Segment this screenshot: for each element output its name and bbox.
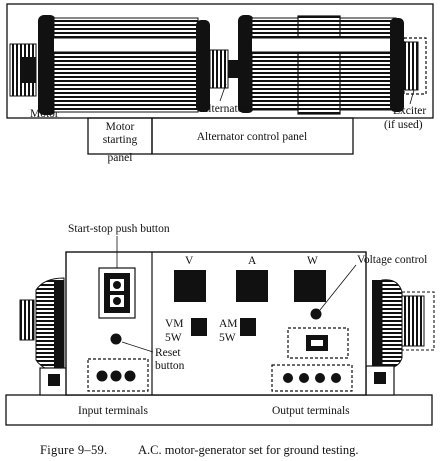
reset-leader: [121, 341, 154, 353]
reset-label-line2: button: [155, 360, 185, 372]
left-motor-drawing: [19, 277, 69, 396]
meter-v-label: V: [185, 255, 194, 267]
wattmeter: [294, 270, 326, 302]
voltage-control-leader: [319, 264, 357, 311]
start-stop-label: Start-stop push button: [68, 223, 170, 235]
bottom-diagram: Start-stop push button Reset button V A …: [5, 223, 435, 426]
top-diagram: Motor Alternator Exciter (if used) Motor…: [6, 3, 434, 164]
base-platform: [5, 394, 433, 426]
alternator-label: Alternator: [200, 103, 247, 115]
exciter-label-line1: Exciter: [393, 105, 426, 117]
start-stop-push-button: [98, 267, 136, 319]
alternator-leader: [219, 83, 227, 102]
am-label-line2: 5W: [219, 332, 236, 344]
coupling-drawing: [209, 49, 238, 89]
am-switch: [240, 318, 256, 336]
reset-button: [110, 333, 122, 345]
alternator-control-panel: [151, 117, 354, 155]
vm-label-line2: 5W: [165, 332, 182, 344]
meter-w-label: W: [307, 255, 318, 267]
am-label-line1: AM: [219, 318, 238, 330]
voltmeter: [174, 270, 206, 302]
right-alternator-drawing: [365, 279, 435, 396]
output-switch-box: [287, 327, 349, 359]
exciter-leader: [409, 89, 415, 105]
reset-label-line1: Reset: [155, 347, 181, 359]
motor-label: Motor: [30, 108, 59, 120]
voltage-control-label: Voltage control: [357, 254, 427, 266]
voltage-control-knob: [310, 308, 322, 320]
figure-number: Figure 9–59.: [40, 443, 108, 457]
motor-starting-panel-label-line3: panel: [108, 152, 133, 164]
motor-drawing: [9, 15, 210, 115]
alternator-control-panel-label: Alternator control panel: [197, 131, 308, 143]
motor-leader: [39, 95, 53, 109]
exciter-drawing: [403, 37, 427, 95]
motor-starting-panel-label-line1: Motor: [106, 121, 135, 133]
meter-a-label: A: [248, 255, 257, 267]
exciter-label-line2: (if used): [384, 119, 423, 131]
ammeter: [236, 270, 268, 302]
vm-label-line1: VM: [165, 318, 184, 330]
vm-switch: [191, 318, 207, 336]
alternator-drawing: [238, 15, 404, 115]
input-terminal-block: [87, 358, 149, 392]
output-terminals-label: Output terminals: [272, 405, 350, 417]
motor-starting-panel-label-line2: starting: [103, 134, 138, 146]
figure-caption: Figure 9–59. A.C. motor-generator set fo…: [40, 443, 359, 457]
caption-text: A.C. motor-generator set for ground test…: [138, 443, 359, 457]
output-terminal-block: [271, 364, 353, 392]
input-terminals-label: Input terminals: [78, 405, 148, 417]
